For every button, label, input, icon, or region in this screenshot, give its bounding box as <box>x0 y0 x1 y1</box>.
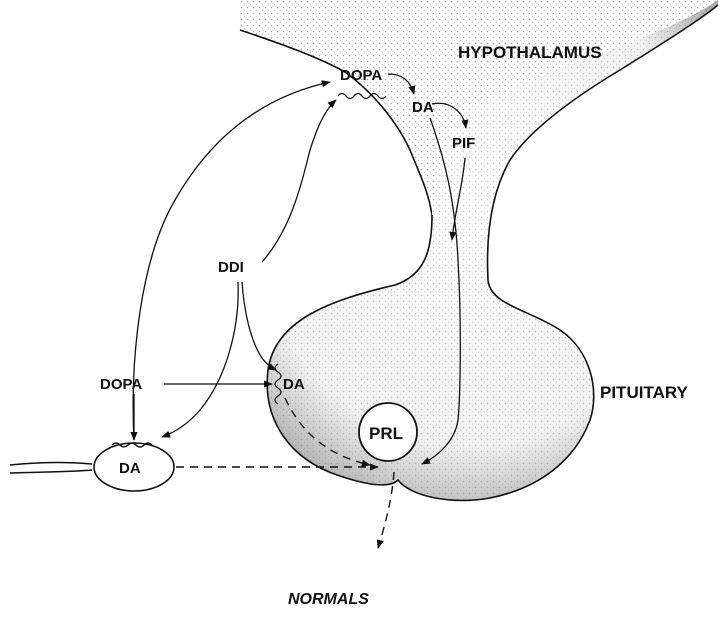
prl-label: PRL <box>369 424 403 443</box>
hypothalamus-label: HYPOTHALAMUS <box>458 43 602 62</box>
dopa-top-label: DOPA <box>340 67 382 84</box>
da-cell-label: DA <box>119 460 141 477</box>
ddi-to-cell-arrow <box>162 282 238 437</box>
dopa-left-label: DOPA <box>100 376 142 393</box>
cell-axon <box>10 463 92 473</box>
da-top-label: DA <box>412 99 434 116</box>
caption-normals: NORMALS <box>288 591 369 608</box>
ddi-to-top-arrow <box>262 100 336 262</box>
pif-label: PIF <box>452 135 475 152</box>
da-mid-label: DA <box>283 376 305 393</box>
pituitary-label: PITUITARY <box>600 383 688 402</box>
ddi-label: DDI <box>218 259 244 276</box>
